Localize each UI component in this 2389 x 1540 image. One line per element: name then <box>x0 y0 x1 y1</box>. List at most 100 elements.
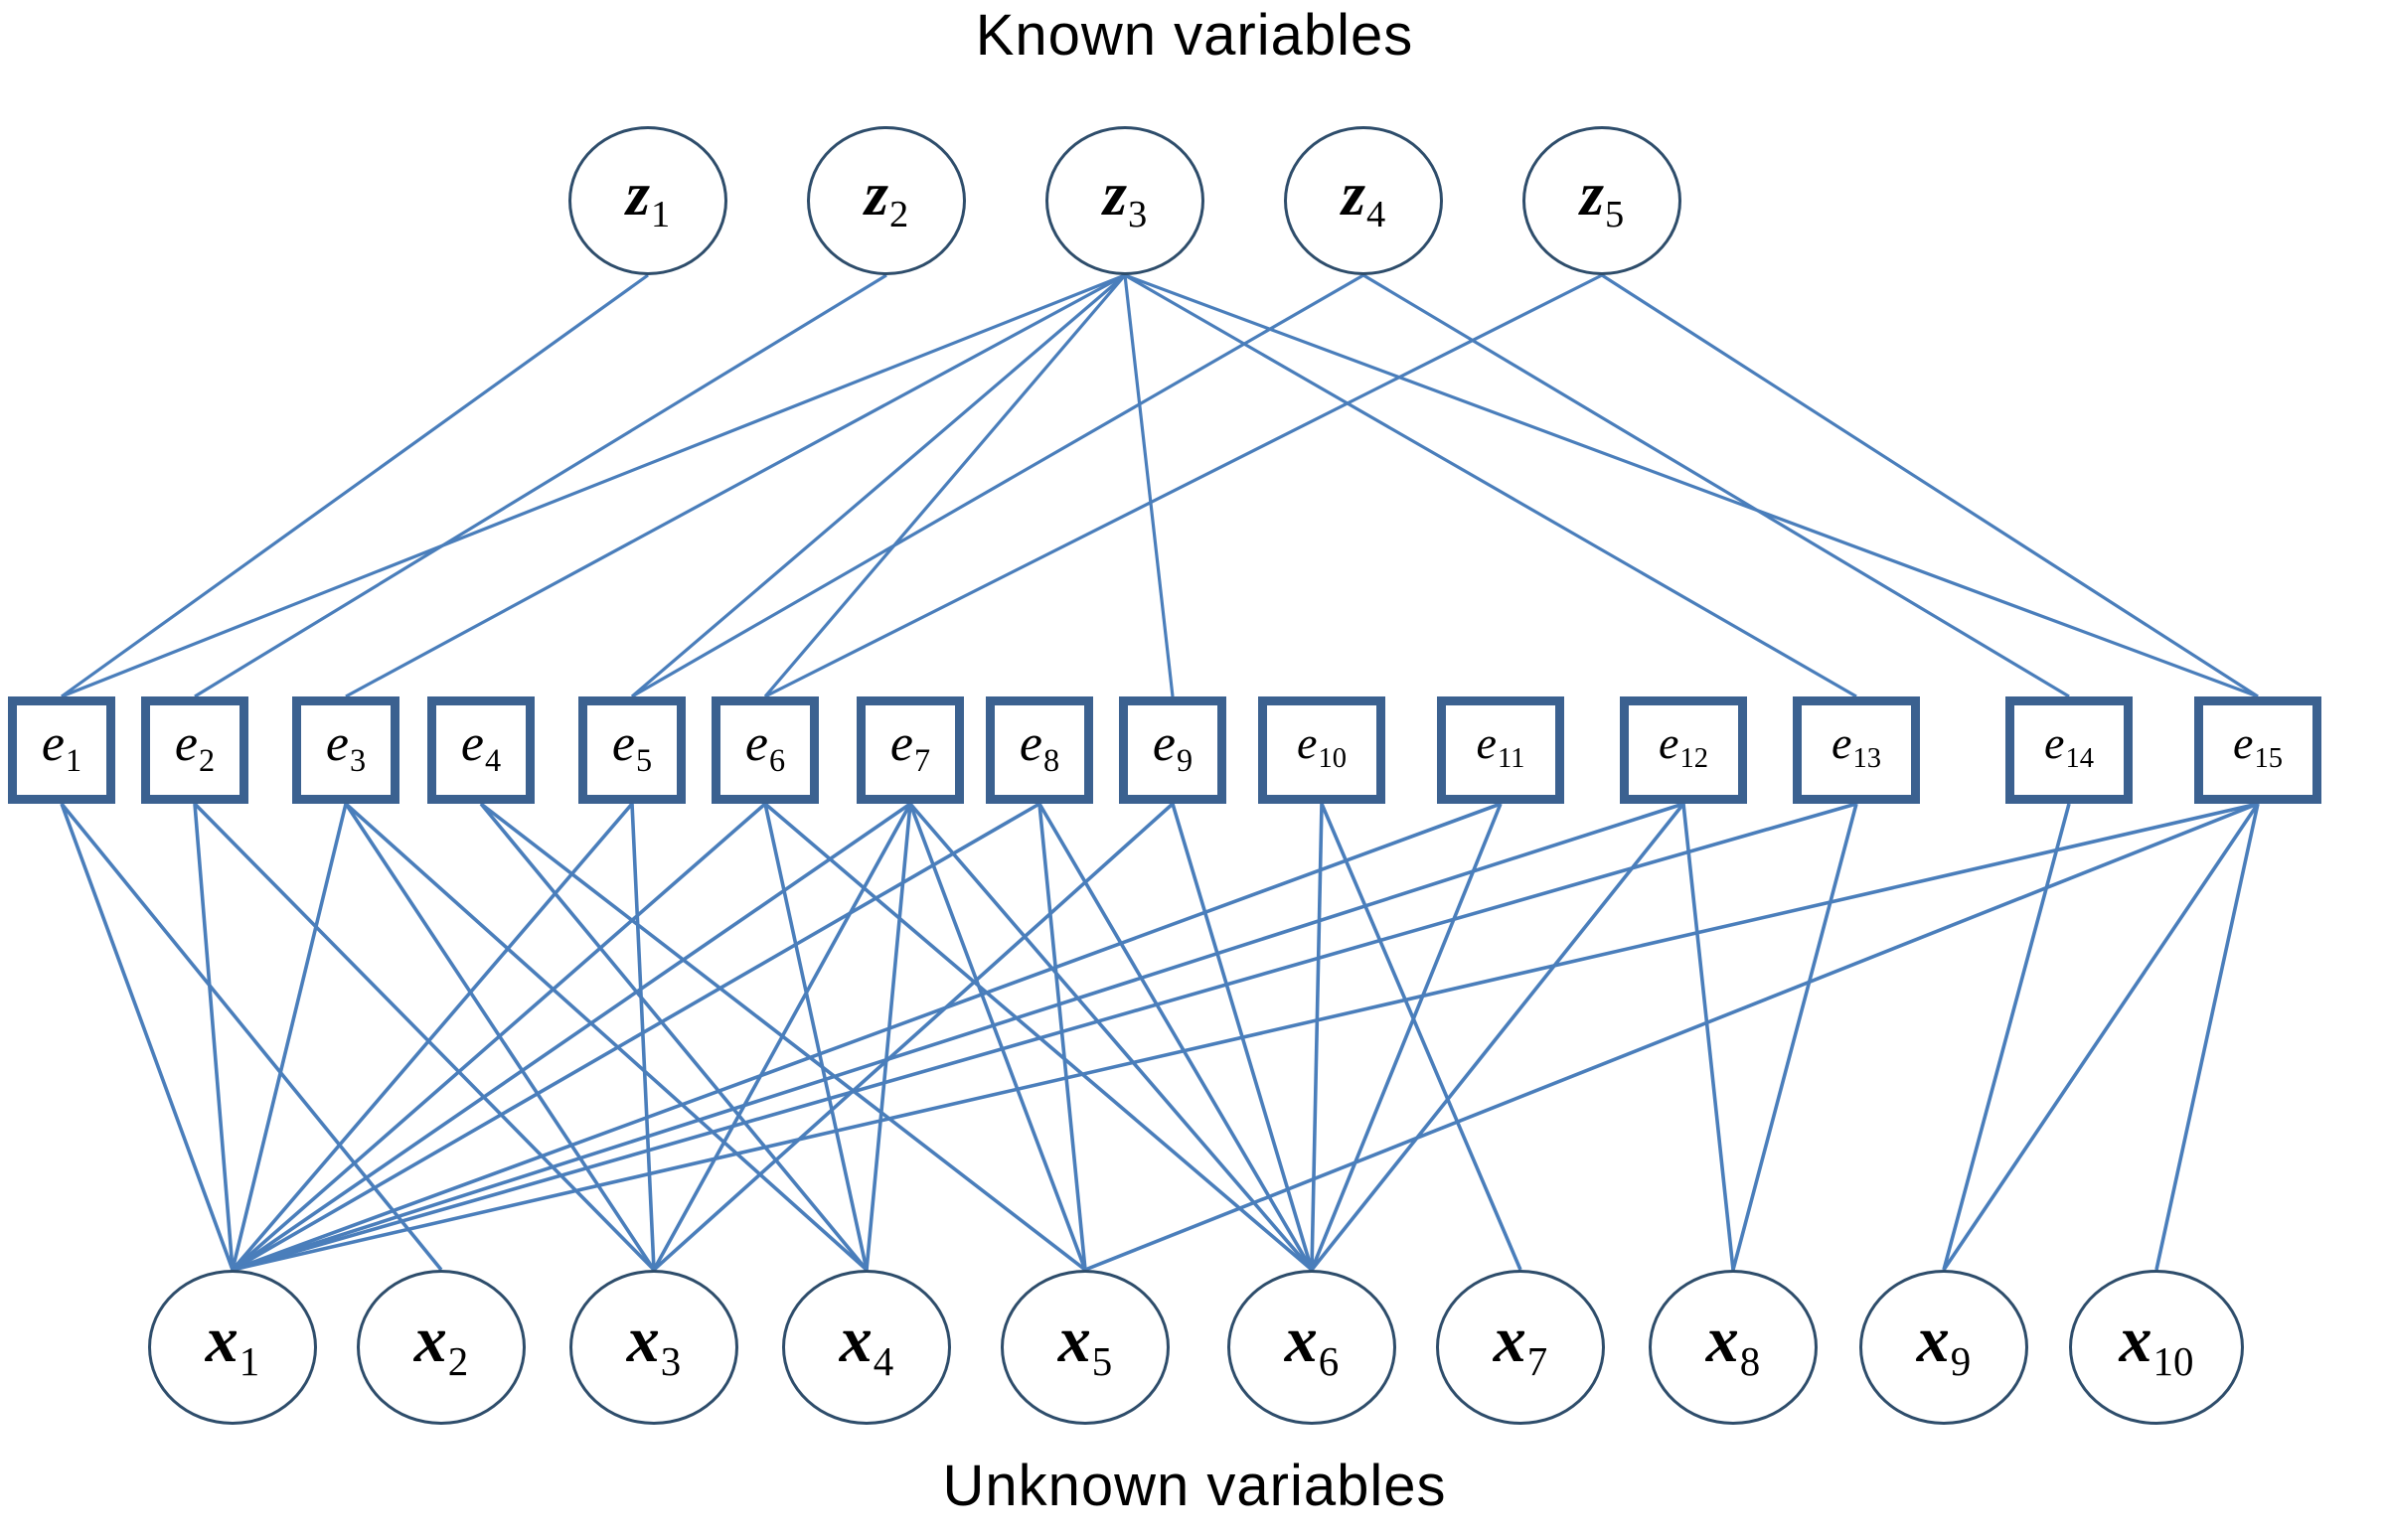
node-label-x10: x10 <box>2119 1304 2194 1384</box>
node-label-z2: z2 <box>864 160 909 235</box>
equation-node-e14[interactable]: e14 <box>2005 696 2133 804</box>
edge-e7-x3 <box>652 803 912 1271</box>
edge-e15-x5 <box>1084 802 2259 1272</box>
edge-e7-x6 <box>908 802 1314 1272</box>
unknown-variable-node-x4[interactable]: x4 <box>782 1270 951 1425</box>
node-label-e1: e1 <box>41 715 82 778</box>
edge-e5-x3 <box>630 803 656 1271</box>
node-label-e4: e4 <box>460 715 502 778</box>
node-label-z5: z5 <box>1579 160 1625 235</box>
equation-node-e4[interactable]: e4 <box>427 696 535 804</box>
edge-z3-e1 <box>61 273 1126 698</box>
unknown-variable-node-x8[interactable]: x8 <box>1649 1270 1818 1425</box>
equation-node-e3[interactable]: e3 <box>292 696 399 804</box>
edge-e2-x1 <box>193 803 235 1271</box>
edge-e13-x1 <box>232 802 1857 1272</box>
edge-e3-x1 <box>231 803 348 1271</box>
edge-e10-x7 <box>1320 803 1522 1271</box>
edge-e8-x6 <box>1037 803 1314 1271</box>
equation-node-e9[interactable]: e9 <box>1119 696 1226 804</box>
edge-e15-x9 <box>1942 802 2260 1272</box>
known-variable-node-z1[interactable]: z1 <box>568 126 727 275</box>
edge-z3-e3 <box>345 273 1126 698</box>
edge-e1-x1 <box>60 803 235 1271</box>
known-variables-title: Known variables <box>975 3 1414 68</box>
node-label-z1: z1 <box>625 160 671 235</box>
unknown-variable-node-x10[interactable]: x10 <box>2069 1270 2244 1425</box>
node-label-x9: x9 <box>1916 1304 1972 1384</box>
unknown-variable-node-x7[interactable]: x7 <box>1436 1270 1605 1425</box>
edge-e4-x4 <box>479 802 869 1272</box>
unknown-variable-node-x5[interactable]: x5 <box>1001 1270 1170 1425</box>
node-label-e8: e8 <box>1019 715 1060 778</box>
edge-z3-e6 <box>763 273 1127 698</box>
node-label-e6: e6 <box>744 715 786 778</box>
edge-e6-x1 <box>231 802 767 1272</box>
edge-e12-x6 <box>1310 802 1685 1272</box>
unknown-variables-title: Unknown variables <box>942 1454 1447 1518</box>
edge-e8-x1 <box>232 802 1040 1272</box>
edge-z5-e6 <box>764 273 1603 698</box>
edge-e6-x4 <box>763 803 869 1271</box>
node-label-z3: z3 <box>1102 160 1148 235</box>
edge-e12-x1 <box>232 802 1684 1272</box>
node-label-x7: x7 <box>1493 1304 1548 1384</box>
equation-node-e6[interactable]: e6 <box>712 696 819 804</box>
known-variable-node-z5[interactable]: z5 <box>1522 126 1681 275</box>
equation-node-e1[interactable]: e1 <box>8 696 115 804</box>
unknown-variable-node-x1[interactable]: x1 <box>148 1270 317 1425</box>
node-label-e9: e9 <box>1152 715 1194 778</box>
node-label-e12: e12 <box>1659 717 1708 775</box>
node-label-e7: e7 <box>889 715 931 778</box>
equation-node-e7[interactable]: e7 <box>857 696 964 804</box>
node-label-x6: x6 <box>1284 1304 1340 1384</box>
known-variable-node-z2[interactable]: z2 <box>807 126 966 275</box>
edge-e5-x1 <box>231 802 634 1272</box>
edge-e10-x6 <box>1310 803 1324 1271</box>
edge-e7-x5 <box>908 803 1087 1271</box>
node-label-x3: x3 <box>626 1304 682 1384</box>
edge-e1-x2 <box>60 802 443 1272</box>
equation-node-e12[interactable]: e12 <box>1620 696 1747 804</box>
unknown-variable-node-x9[interactable]: x9 <box>1859 1270 2028 1425</box>
edge-e11-x6 <box>1310 803 1503 1271</box>
equation-node-e10[interactable]: e10 <box>1258 696 1385 804</box>
known-variable-node-z4[interactable]: z4 <box>1284 126 1443 275</box>
node-label-e3: e3 <box>325 715 367 778</box>
edge-e14-x9 <box>1942 803 2071 1271</box>
edge-e3-x4 <box>344 802 869 1272</box>
node-label-e13: e13 <box>1832 717 1881 775</box>
edge-z3-e5 <box>630 273 1127 698</box>
node-label-e2: e2 <box>174 715 216 778</box>
unknown-variable-node-x6[interactable]: x6 <box>1227 1270 1396 1425</box>
node-label-x1: x1 <box>205 1304 260 1384</box>
edge-z5-e15 <box>1601 273 2259 698</box>
node-label-x8: x8 <box>1705 1304 1761 1384</box>
edge-e7-x1 <box>231 802 912 1272</box>
node-label-e5: e5 <box>611 715 653 778</box>
unknown-variable-node-x3[interactable]: x3 <box>569 1270 738 1425</box>
edge-z1-e1 <box>61 273 649 698</box>
edge-e12-x8 <box>1681 803 1735 1271</box>
equation-node-e2[interactable]: e2 <box>141 696 248 804</box>
edge-z3-e15 <box>1124 273 2259 698</box>
edge-z4-e5 <box>631 273 1364 698</box>
equation-node-e8[interactable]: e8 <box>986 696 1093 804</box>
equation-node-e13[interactable]: e13 <box>1793 696 1920 804</box>
unknown-variable-node-x2[interactable]: x2 <box>357 1270 526 1425</box>
edge-e15-x1 <box>232 802 2259 1272</box>
equation-node-e11[interactable]: e11 <box>1437 696 1564 804</box>
edge-z3-e13 <box>1124 273 1857 698</box>
edge-e8-x5 <box>1037 803 1087 1271</box>
node-label-e15: e15 <box>2233 717 2283 775</box>
known-variable-node-z3[interactable]: z3 <box>1045 126 1204 275</box>
edge-e15-x10 <box>2154 803 2260 1271</box>
node-label-e10: e10 <box>1297 717 1347 775</box>
node-label-z4: z4 <box>1341 160 1386 235</box>
node-label-e11: e11 <box>1476 717 1525 775</box>
node-label-e14: e14 <box>2044 717 2094 775</box>
equation-node-e5[interactable]: e5 <box>578 696 686 804</box>
equation-node-e15[interactable]: e15 <box>2194 696 2321 804</box>
